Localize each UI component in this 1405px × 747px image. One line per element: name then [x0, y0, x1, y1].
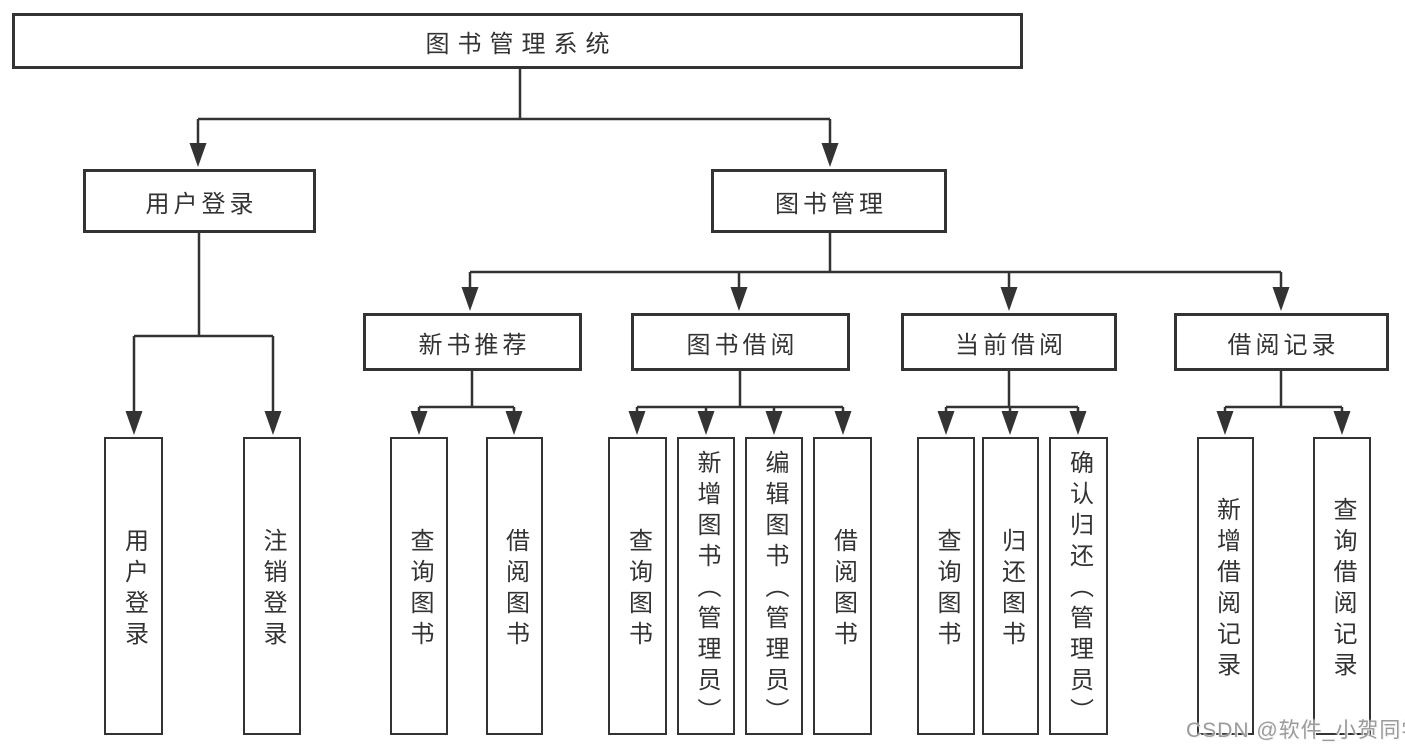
node-label: 确认归还（管理员） [1065, 450, 1093, 729]
node-label: 图书借阅 [686, 331, 799, 359]
node-library-management-system: 图书管理系统 [12, 13, 1023, 69]
node-query-books-recommend: 查询图书 [390, 437, 448, 735]
node-user-login-leaf: 用户登录 [104, 437, 163, 735]
node-edit-book-admin: 编辑图书（管理员） [745, 437, 803, 735]
node-query-borrow-record: 查询借阅记录 [1313, 437, 1371, 735]
node-label: 图书管理系统 [425, 30, 618, 58]
csdn-watermark: CSDN @软件_小贺同学 [1186, 719, 1405, 742]
node-query-books-current: 查询图书 [917, 437, 975, 735]
node-borrowing-records: 借阅记录 [1174, 313, 1389, 371]
node-label: 查询图书 [624, 527, 652, 652]
node-add-borrow-record: 新增借阅记录 [1197, 437, 1254, 735]
node-label: 新增借阅记录 [1212, 496, 1240, 683]
node-book-management-branch: 图书管理 [711, 169, 947, 233]
node-confirm-return-admin: 确认归还（管理员） [1049, 437, 1108, 735]
node-label: 借阅记录 [1227, 331, 1340, 359]
node-label: 查询图书 [406, 527, 433, 652]
arrowheads [125, 143, 1351, 435]
node-label: 借阅图书 [829, 527, 857, 652]
node-label: 用户登录 [145, 190, 258, 218]
node-return-books: 归还图书 [982, 437, 1039, 735]
node-label: 图书管理 [775, 190, 887, 218]
node-query-books-borrowing: 查询图书 [608, 437, 667, 735]
node-logout-leaf: 注销登录 [243, 437, 301, 735]
node-label: 注销登录 [259, 527, 286, 652]
node-new-book-recommendation: 新书推荐 [363, 313, 582, 371]
node-label: 新增图书（管理员） [693, 450, 720, 729]
node-label: 查询借阅记录 [1329, 496, 1356, 683]
node-add-book-admin: 新增图书（管理员） [677, 437, 735, 735]
node-label: 新书推荐 [418, 331, 531, 359]
node-label: 归还图书 [997, 527, 1025, 652]
node-label: 编辑图书（管理员） [761, 450, 788, 729]
node-label: 查询图书 [933, 527, 960, 652]
node-label: 借阅图书 [501, 527, 529, 652]
node-current-borrowing: 当前借阅 [901, 313, 1117, 371]
node-label: 当前借阅 [955, 331, 1067, 359]
node-borrow-books-recommend: 借阅图书 [486, 437, 543, 735]
node-borrow-books-borrowing: 借阅图书 [813, 437, 872, 735]
node-user-login-branch: 用户登录 [83, 169, 316, 233]
node-book-borrowing: 图书借阅 [631, 313, 850, 371]
node-label: 用户登录 [120, 527, 148, 652]
